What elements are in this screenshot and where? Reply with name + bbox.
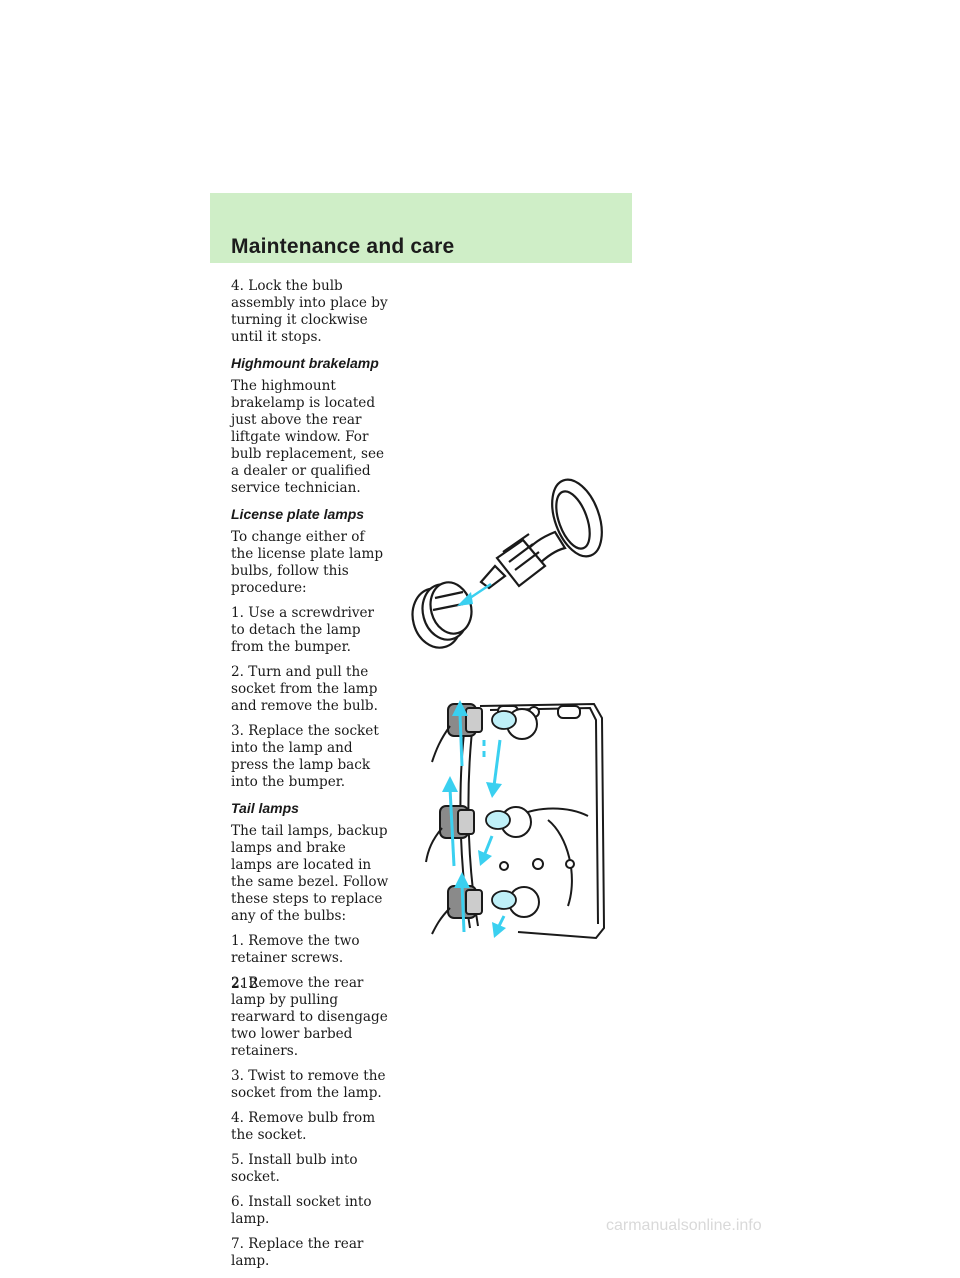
highmount-heading: Highmount brakelamp bbox=[231, 355, 379, 371]
tail-heading: Tail lamps bbox=[231, 800, 299, 816]
step-lock-bulb: 4. Lock the bulb assembly into place by … bbox=[231, 278, 388, 345]
tail-step-5: 5. Install bulb into socket. bbox=[231, 1152, 358, 1185]
tail-lamp-illustration bbox=[425, 700, 606, 940]
bulbs bbox=[485, 710, 517, 910]
license-step-2: 2. Turn and pull the socket from the lam… bbox=[231, 664, 378, 714]
bezel-sockets bbox=[500, 708, 540, 918]
page-content: 4. Lock the bulb assembly into place by … bbox=[231, 278, 391, 1278]
license-heading: License plate lamps bbox=[231, 506, 365, 522]
license-lamp-illustration bbox=[411, 478, 603, 649]
watermark: carmanualsonline.info bbox=[606, 1217, 762, 1234]
tail-intro: The tail lamps, backup lamps and brake l… bbox=[231, 823, 389, 924]
tail-step-4: 4. Remove bulb from the socket. bbox=[231, 1110, 376, 1143]
highmount-text: The highmount brakelamp is located just … bbox=[231, 378, 385, 496]
tail-step-2: 2. Remove the rear lamp by pulling rearw… bbox=[231, 975, 388, 1059]
license-step-1: 1. Use a screwdriver to detach the lamp … bbox=[231, 605, 375, 655]
lamp-lens bbox=[411, 581, 473, 649]
direction-arrows-icon bbox=[442, 700, 506, 938]
bulb-sockets bbox=[425, 703, 483, 935]
license-intro: To change either of the license plate la… bbox=[231, 529, 384, 596]
tail-step-3: 3. Twist to remove the socket from the l… bbox=[231, 1068, 386, 1101]
tail-step-1: 1. Remove the two retainer screws. bbox=[231, 933, 360, 966]
license-step-3: 3. Replace the socket into the lamp and … bbox=[231, 723, 379, 790]
lamp-housing bbox=[479, 478, 603, 590]
removal-arrow-icon bbox=[457, 582, 492, 606]
section-title: Maintenance and care bbox=[231, 235, 455, 258]
page-number: 212 bbox=[231, 976, 258, 992]
section-header-band: Maintenance and care bbox=[210, 193, 632, 263]
tail-step-6: 6. Install socket into lamp. bbox=[231, 1194, 372, 1227]
tail-step-7: 7. Replace the rear lamp. bbox=[231, 1236, 364, 1269]
